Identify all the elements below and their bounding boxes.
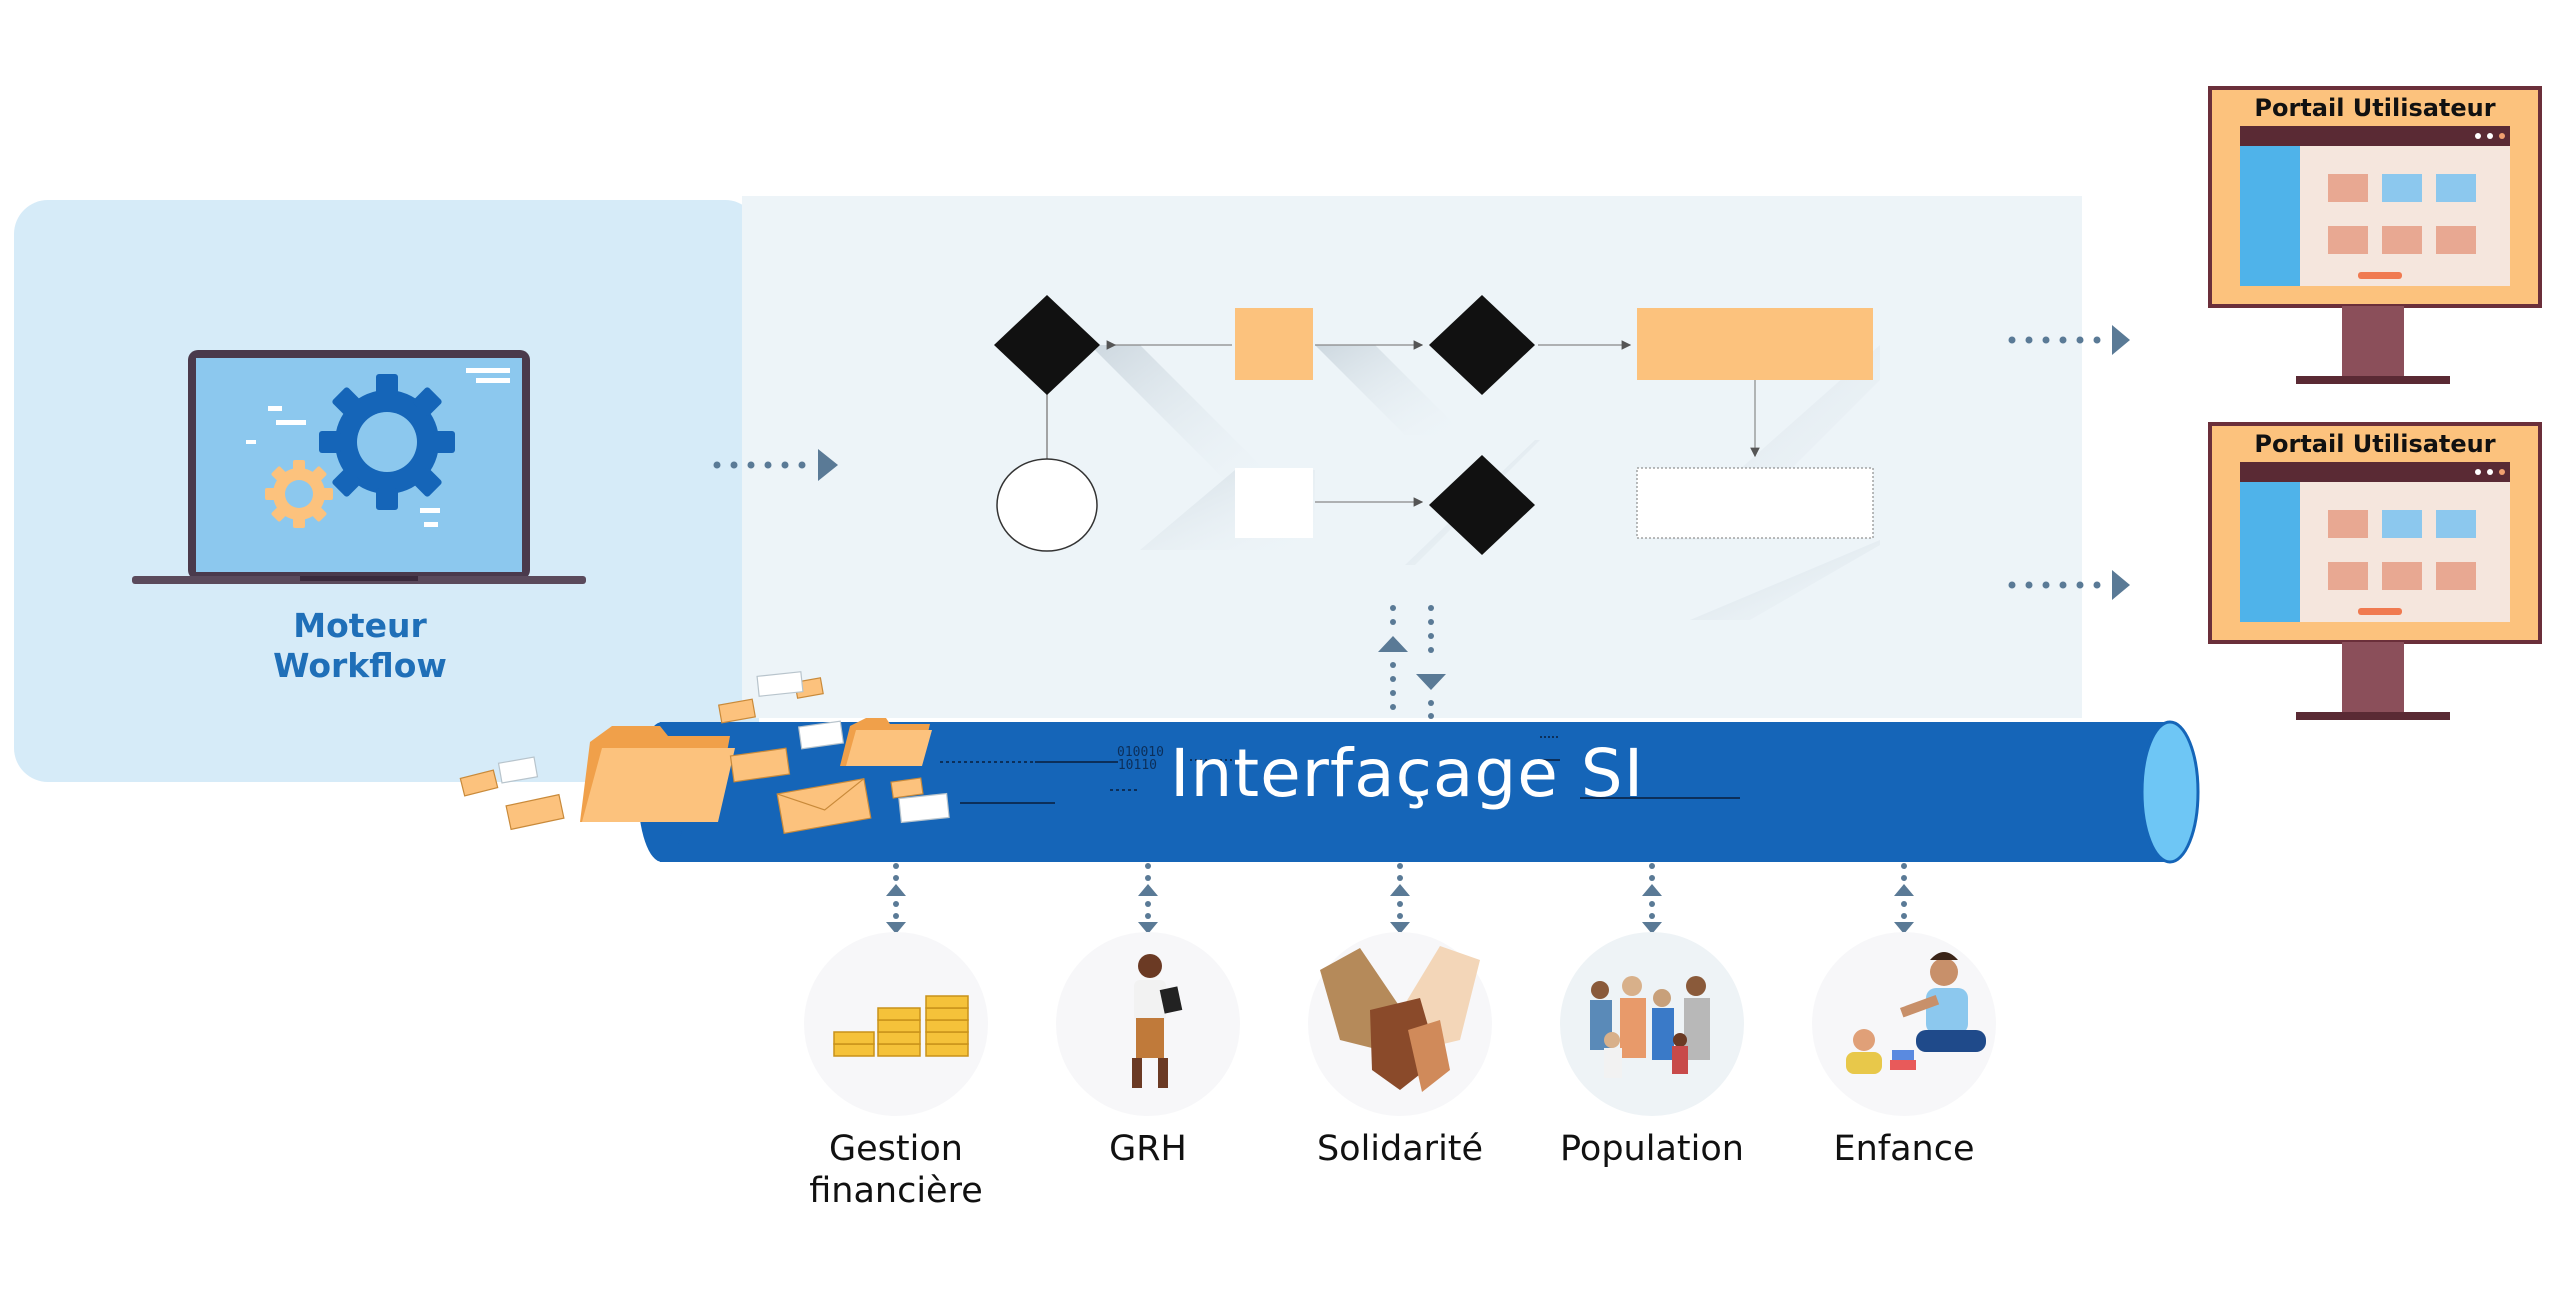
process-to-portal-arrow-1 (2008, 325, 2130, 355)
binary-text-line1: 010010 (1117, 745, 1164, 760)
portal-title-1: Portail Utilisateur (2254, 94, 2496, 122)
workflow-engine-label-line2: Workflow (273, 646, 447, 685)
process-to-portal-arrow-2 (2008, 570, 2130, 600)
engine-to-process-arrow (713, 449, 838, 481)
process-flow-panel (742, 196, 2082, 718)
bidirectional-arrow-process-bus (1378, 605, 1446, 719)
binary-text-line2: 10110 (1117, 758, 1157, 773)
bus-category-arrow (1138, 863, 1158, 943)
category-label-line2: financière (809, 1171, 983, 1211)
people-group-icon (1590, 976, 1710, 1078)
workflow-engine-label-line1: Moteur (293, 606, 427, 645)
bus-category-arrow (1390, 863, 1410, 943)
binary-text: 010010 10110 (1117, 745, 1164, 773)
gear-icon (319, 374, 455, 510)
laptop-gear-icon (132, 350, 586, 584)
parent-child-icon (1846, 952, 1986, 1074)
folder-icon (580, 718, 932, 822)
category-label-solidarite: Solidarité (1316, 1129, 1484, 1169)
user-portal-monitor-1 (2208, 86, 2542, 384)
workflow-engine-label: Moteur Workflow (210, 606, 510, 686)
envelope-white-icon (497, 671, 950, 824)
category-label-population: Population (1560, 1129, 1744, 1169)
bus-category-arrow (1894, 863, 1914, 943)
bus-category-arrow (1642, 863, 1662, 943)
integration-bus-pipe (459, 671, 2200, 864)
process-flow-diagram (994, 295, 1880, 620)
bus-category-arrows (886, 863, 1914, 943)
category-label-grh: GRH (1109, 1129, 1187, 1169)
user-portal-monitor-2 (2208, 422, 2542, 720)
category-label-enfance: Enfance (1833, 1129, 1975, 1169)
coins-icon (833, 995, 969, 1057)
bus-category-arrow (886, 863, 906, 943)
holding-hands-icon (1320, 946, 1480, 1092)
integration-bus-label: Interfaçage SI (1170, 735, 1645, 812)
category-label-gestion-financiere: Gestion financière (766, 1128, 1026, 1212)
person-tablet-icon (1132, 954, 1183, 1088)
portal-title-2: Portail Utilisateur (2254, 430, 2496, 458)
envelope-icon (459, 677, 924, 835)
category-label-line1: Gestion (829, 1129, 963, 1169)
small-gear-icon (265, 460, 333, 528)
